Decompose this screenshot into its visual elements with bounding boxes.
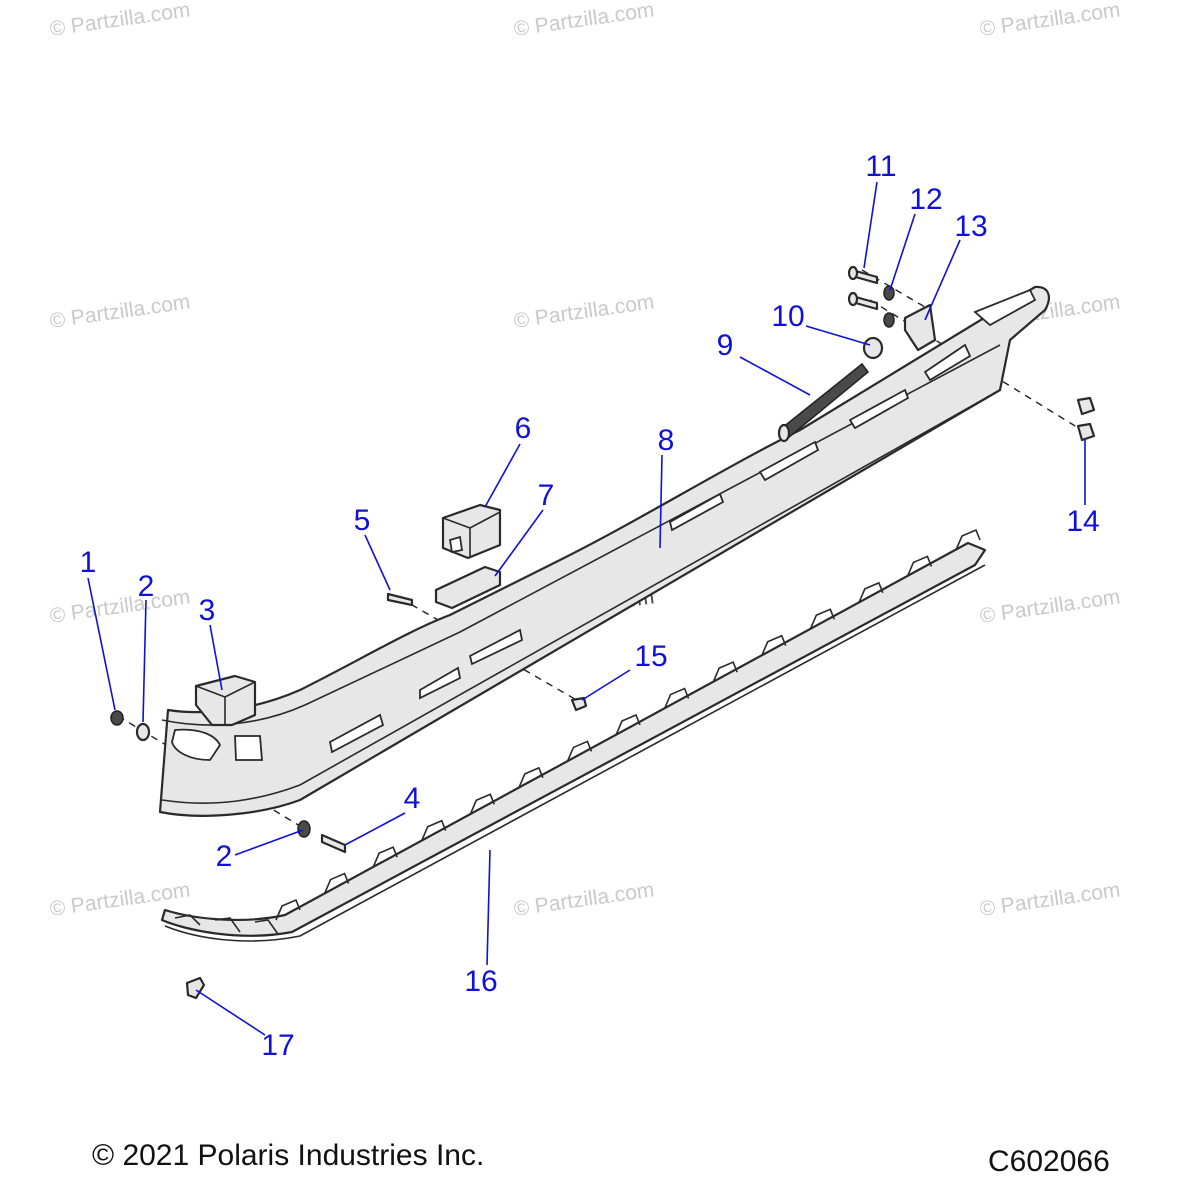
spacer: [862, 336, 884, 360]
callout-10: 10: [771, 300, 805, 333]
washer-two: [135, 722, 151, 742]
washers-upper: [883, 285, 895, 328]
callout-9: 9: [716, 329, 734, 362]
washer-lower: [297, 820, 311, 838]
callout-13: 13: [954, 210, 988, 243]
callout-11: 11: [865, 150, 897, 183]
callout-6: 6: [514, 412, 532, 445]
bolt-four: [320, 833, 347, 854]
screw-fifteen: [570, 696, 588, 712]
nut-one: [110, 710, 124, 726]
callout-1: 1: [79, 546, 97, 579]
saddle-block: [194, 674, 257, 727]
callout-7: 7: [537, 479, 555, 512]
ski-runner: [160, 528, 987, 942]
diagram-code: C602066: [988, 1145, 1110, 1178]
runner-tooth: [518, 766, 544, 789]
runner-tooth: [420, 819, 447, 842]
runner-tooth: [372, 846, 398, 868]
callout-4: 4: [403, 782, 421, 815]
runner-tooth: [906, 555, 933, 577]
bracket: [903, 303, 937, 352]
runner-tooth: [809, 608, 836, 630]
runner-tooth: [760, 634, 787, 657]
callout-12: 12: [909, 183, 943, 216]
callout-16: 16: [464, 965, 498, 998]
nuts: [1076, 396, 1096, 442]
callout-17: 17: [261, 1029, 295, 1062]
runner-tooth: [615, 713, 641, 736]
spring-bolt: [777, 362, 870, 443]
runner-tooth: [275, 898, 301, 921]
runner-tooth: [955, 528, 981, 551]
runner-tip-teeth: [174, 914, 279, 935]
copyright-text: © 2021 Polaris Industries Inc.: [92, 1139, 485, 1172]
runner-tooth: [323, 872, 350, 894]
ski-rail: [158, 285, 1050, 817]
callout-2-lower: 2: [215, 840, 233, 873]
runner-tooth: [469, 793, 496, 815]
callout-3: 3: [198, 594, 216, 627]
callout-14: 14: [1066, 505, 1100, 538]
callout-8: 8: [657, 424, 675, 457]
runner-tooth: [712, 661, 738, 683]
insert: [434, 565, 502, 610]
runner-tooth: [566, 740, 593, 762]
runner-teeth: [174, 528, 981, 935]
callout-2: 2: [137, 570, 155, 603]
leader-lines: [87, 181, 1086, 1036]
stud: [185, 976, 206, 1000]
bolts-upper: [847, 265, 879, 311]
bumper-block: [441, 503, 502, 560]
callout-5: 5: [353, 504, 371, 537]
runner-tooth: [858, 581, 884, 604]
callout-15: 15: [634, 640, 668, 673]
bolt-five: [386, 592, 414, 607]
runner-tooth: [663, 687, 690, 709]
